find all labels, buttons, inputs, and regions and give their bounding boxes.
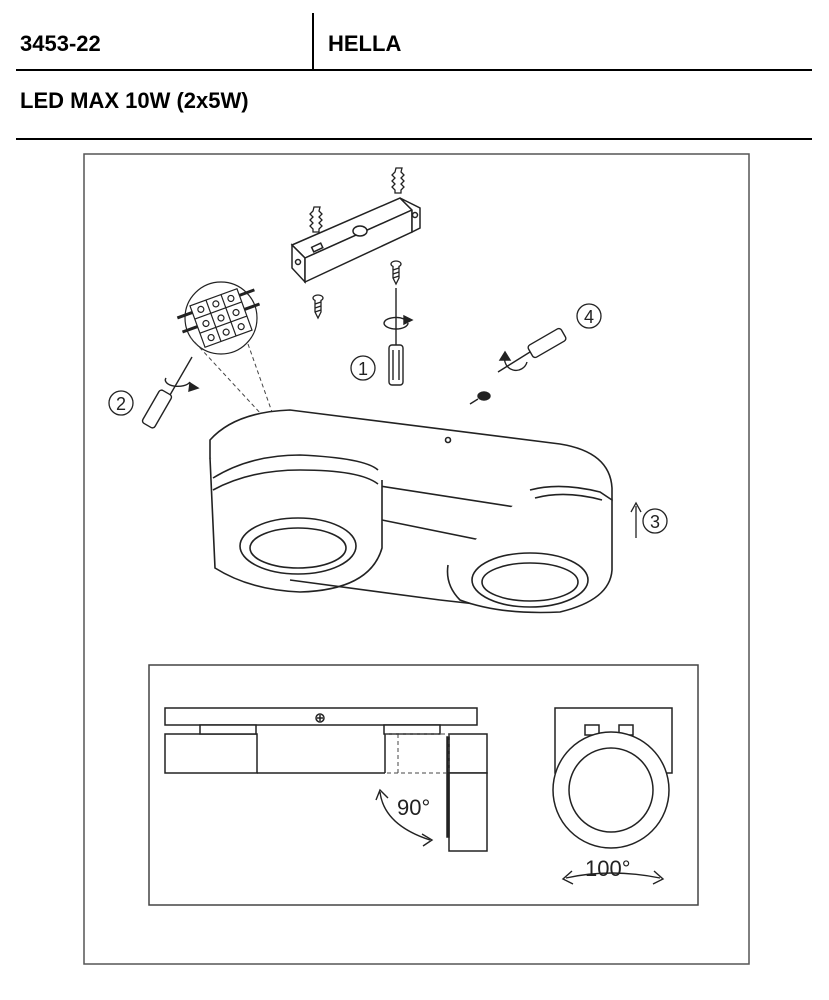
side-view-drawing bbox=[164, 707, 488, 852]
luminaire-body-icon bbox=[209, 409, 613, 614]
screwdriver-icon bbox=[141, 356, 200, 429]
mounting-bracket-icon bbox=[290, 197, 421, 284]
svg-text:4: 4 bbox=[584, 307, 594, 327]
step-1-badge: 1 bbox=[350, 355, 376, 381]
header-rule-top bbox=[16, 69, 812, 71]
svg-text:3: 3 bbox=[650, 512, 660, 532]
screwdriver-icon bbox=[383, 288, 414, 386]
step-3-badge: 3 bbox=[642, 508, 668, 534]
rotation-arrow-icon bbox=[375, 788, 434, 847]
svg-text:1: 1 bbox=[358, 359, 368, 379]
screwdriver-icon bbox=[469, 327, 567, 405]
product-code: 3453-22 bbox=[20, 31, 101, 56]
svg-text:2: 2 bbox=[116, 394, 126, 414]
product-name: HELLA bbox=[328, 31, 402, 56]
header-rule-bottom bbox=[16, 138, 812, 140]
step-2-badge: 2 bbox=[108, 390, 134, 416]
header-divider-vertical bbox=[312, 13, 314, 70]
step-4-badge: 4 bbox=[576, 303, 602, 329]
terminal-block-detail bbox=[176, 281, 261, 355]
rotate-angle-label: 100° bbox=[585, 856, 631, 881]
tilt-angle-label: 90° bbox=[397, 795, 430, 820]
rotation-arrow-icon bbox=[561, 870, 665, 885]
front-view-drawing bbox=[552, 707, 673, 849]
adjustment-detail-frame bbox=[148, 664, 699, 906]
wall-plug-icon bbox=[309, 206, 323, 233]
up-arrow-icon bbox=[630, 501, 642, 538]
product-subtitle: LED MAX 10W (2x5W) bbox=[20, 88, 249, 113]
illustration-frame bbox=[83, 153, 750, 965]
screw-icon bbox=[390, 260, 402, 286]
wall-plug-icon bbox=[391, 167, 405, 194]
screw-icon bbox=[312, 294, 324, 320]
